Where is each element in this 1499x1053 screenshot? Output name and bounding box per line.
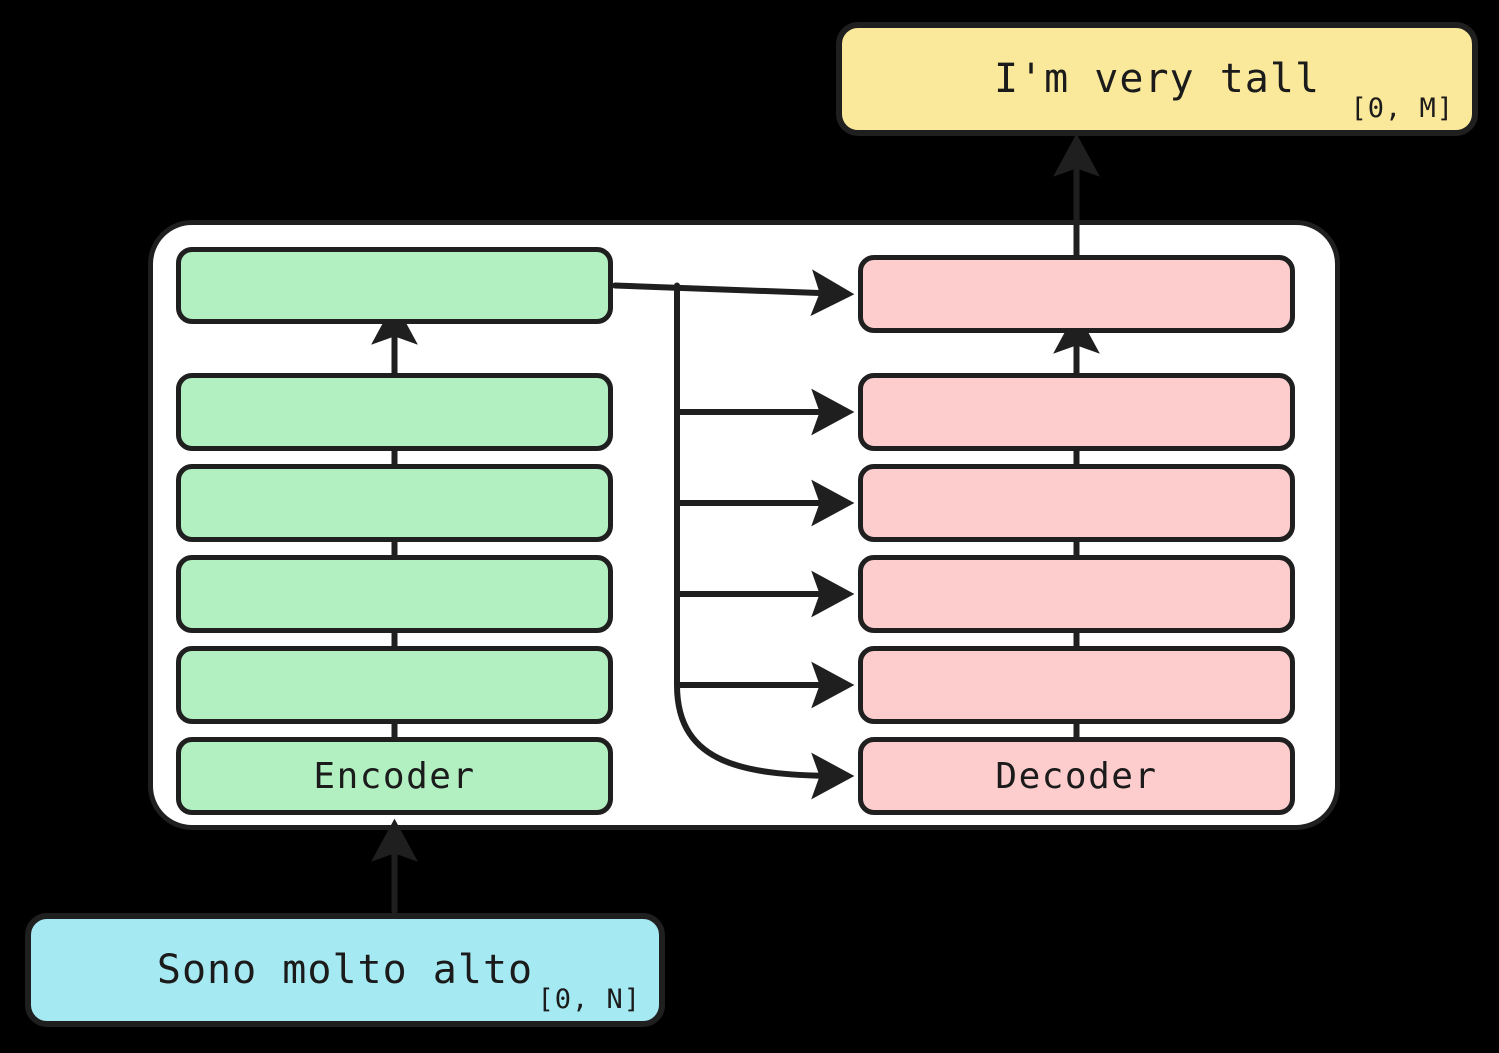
encoder-stack-label: Encoder [313, 755, 476, 797]
encoder-layer-4[interactable] [176, 464, 613, 542]
input-sentence-box[interactable]: Sono molto alto [0, N] [25, 913, 665, 1027]
decoder-layer-3[interactable] [858, 555, 1295, 633]
encoder-layer-1[interactable]: Encoder [176, 737, 613, 815]
input-range-label: [0, N] [537, 984, 641, 1015]
encoder-layer-5[interactable] [176, 373, 613, 451]
decoder-layer-1[interactable]: Decoder [858, 737, 1295, 815]
decoder-layer-6[interactable] [858, 255, 1295, 333]
encoder-layer-3[interactable] [176, 555, 613, 633]
output-range-label: [0, M] [1350, 93, 1454, 124]
encoder-layer-6[interactable] [176, 247, 613, 324]
output-sentence-box[interactable]: I'm very tall [0, M] [836, 22, 1478, 136]
cross-attention-branch-1 [612, 269, 855, 317]
output-sentence-text: I'm very tall [993, 56, 1321, 102]
cross-attention-branch-6 [674, 682, 855, 800]
decoder-stack-label: Decoder [995, 755, 1158, 797]
decoder-layer-5[interactable] [858, 373, 1295, 451]
decoder-layer-4[interactable] [858, 464, 1295, 542]
input-sentence-text: Sono molto alto [156, 947, 534, 993]
encoder-layer-2[interactable] [176, 646, 613, 724]
decoder-layer-2[interactable] [858, 646, 1295, 724]
